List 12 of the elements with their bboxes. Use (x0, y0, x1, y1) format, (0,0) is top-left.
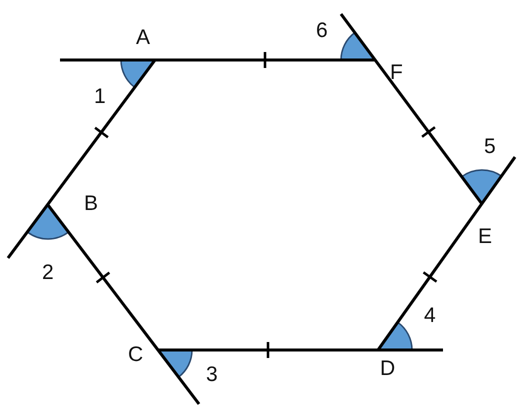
angle-number: 2 (42, 262, 54, 283)
angle-number: 4 (424, 305, 436, 326)
vertex-label: B (84, 193, 98, 214)
vertex-label: A (136, 27, 150, 48)
vertex-label: C (128, 344, 144, 365)
angle-number: 3 (206, 364, 218, 385)
vertex-label: F (390, 62, 403, 83)
vertex-label: D (380, 358, 396, 379)
vertex-label: E (478, 226, 492, 247)
angle-number: 5 (484, 136, 496, 157)
angle-number: 1 (94, 86, 106, 107)
angle-number: 6 (316, 20, 328, 41)
